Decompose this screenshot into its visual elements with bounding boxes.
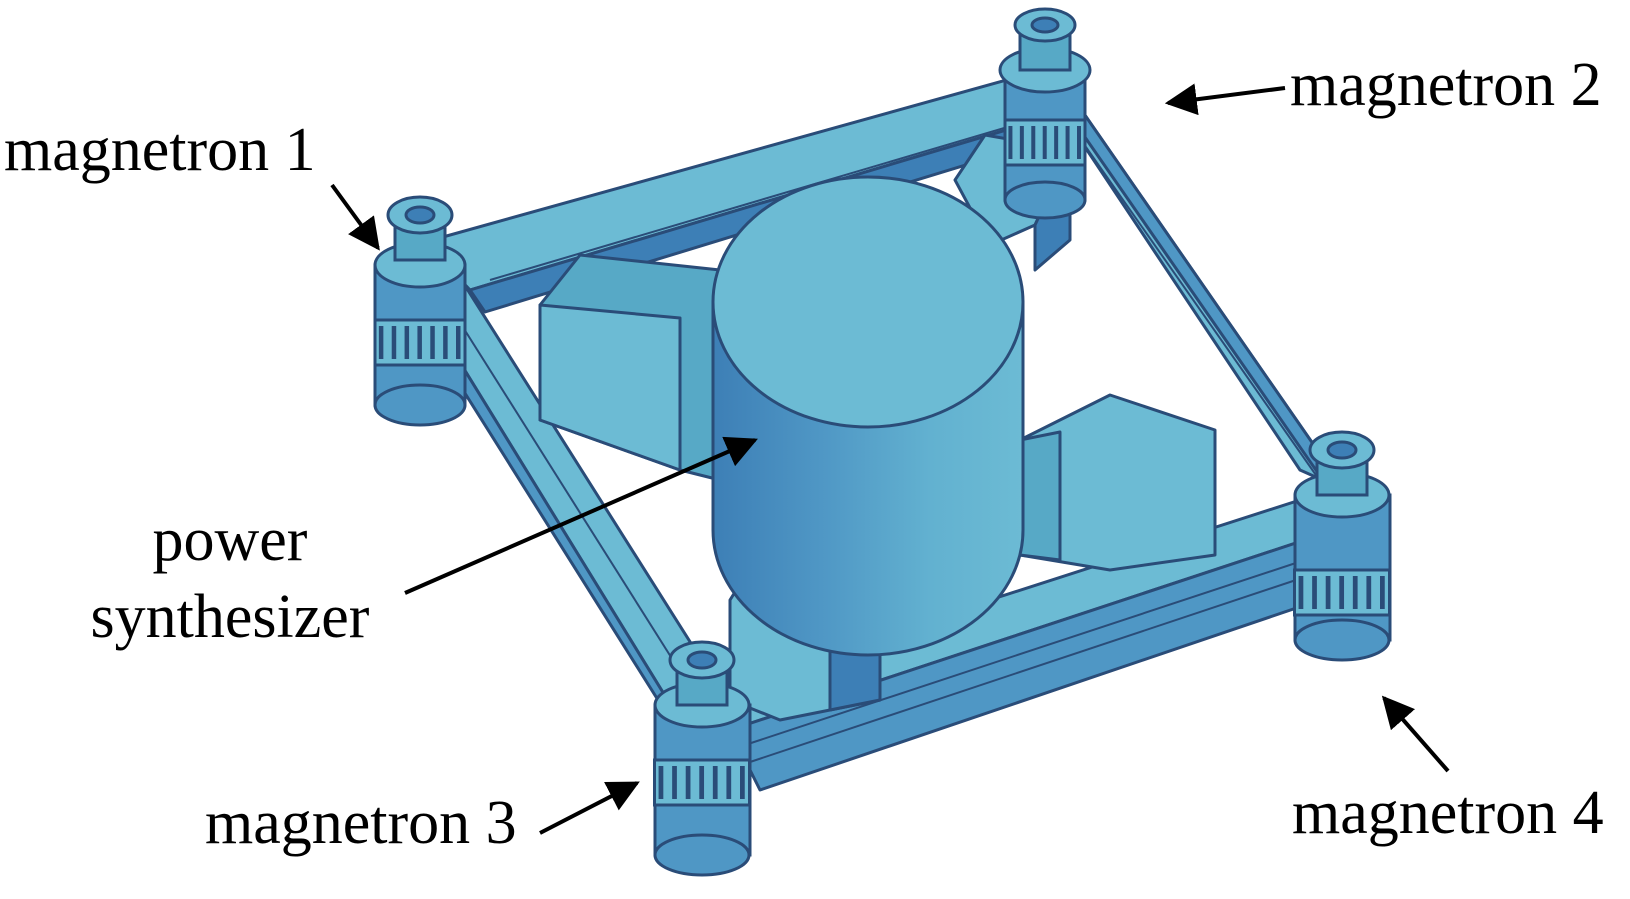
label-magnetron-4: magnetron 4 <box>1292 779 1604 847</box>
fin-slot <box>1325 576 1331 609</box>
fin-slot <box>685 766 691 799</box>
arrow-magnetron-1 <box>330 183 380 251</box>
fin-slot <box>417 326 422 359</box>
magnetron-1-body <box>373 195 467 427</box>
fin-slot <box>1366 576 1372 609</box>
arrow-power-synthesizer <box>404 436 758 595</box>
fin-slot <box>1352 576 1358 609</box>
fin-slot <box>1312 576 1317 609</box>
fin-slot <box>378 326 384 359</box>
fin-slot <box>1077 126 1081 159</box>
fin-slot <box>404 326 410 359</box>
arrow-magnetron-4 <box>1381 695 1450 773</box>
fin-slot <box>726 766 732 799</box>
magnetron-2-body <box>998 7 1092 220</box>
fin-slot <box>1065 126 1070 159</box>
fin-slot <box>391 326 397 359</box>
fin-slot <box>672 766 677 799</box>
fin-slot <box>443 326 448 359</box>
fin-slot <box>658 766 664 799</box>
power-synthesizer <box>711 175 1025 657</box>
label-magnetron-2: magnetron 2 <box>1290 51 1602 119</box>
fin-slot <box>1380 576 1385 609</box>
magnetron-fins <box>373 118 1391 807</box>
arrows <box>330 83 1450 835</box>
fin-slot <box>430 326 435 359</box>
fin-slot <box>699 766 705 799</box>
arrow-magnetron-2 <box>1164 83 1286 116</box>
label-magnetron-3: magnetron 3 <box>205 789 517 857</box>
fin-slot <box>1042 126 1047 159</box>
label-synthesizer: synthesizer <box>91 583 370 651</box>
label-magnetron-1: magnetron 1 <box>4 116 316 184</box>
fin-slot <box>1031 126 1036 159</box>
label-power: power <box>153 506 308 574</box>
fin-slot <box>1008 126 1013 159</box>
fin-slot <box>1298 576 1304 609</box>
fin-slot <box>1339 576 1345 609</box>
fin-slot <box>1019 126 1024 159</box>
fin-slot <box>712 766 718 799</box>
fin-slot <box>1054 126 1059 159</box>
fin-slot <box>456 326 461 359</box>
fin-slot <box>740 766 745 799</box>
arrow-magnetron-3 <box>539 781 640 835</box>
